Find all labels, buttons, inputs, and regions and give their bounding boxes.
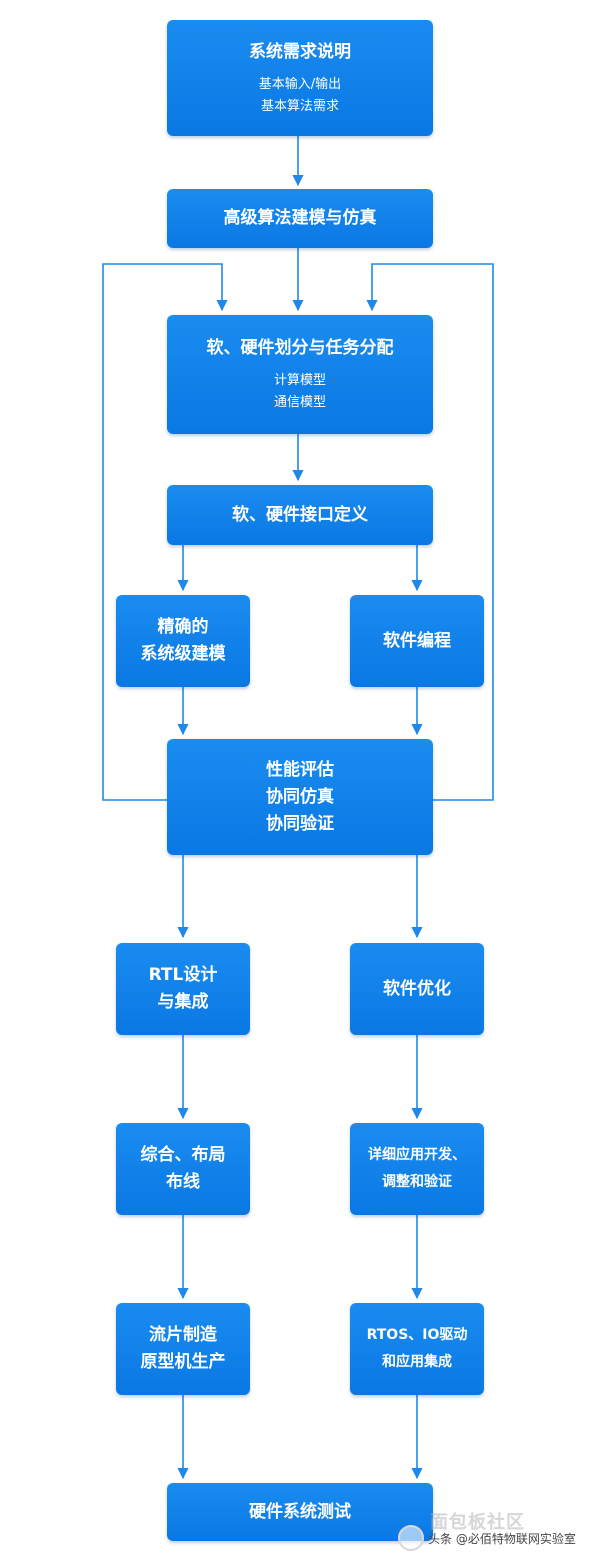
node-line: 综合、布局: [140, 1145, 226, 1165]
node-hw-sw-partition: 软、硬件划分与任务分配 计算模型 通信模型: [167, 315, 433, 434]
node-fabrication: 流片制造 原型机生产: [116, 1303, 250, 1395]
node-line: 系统级建模: [140, 644, 226, 664]
node-hardware-system-test: 硬件系统测试: [167, 1483, 433, 1541]
node-system-requirements: 系统需求说明 基本输入/输出 基本算法需求: [167, 20, 433, 136]
node-algorithm-modeling: 高级算法建模与仿真: [167, 189, 433, 248]
node-title: 硬件系统测试: [249, 1501, 351, 1522]
node-rtl-design: RTL设计 与集成: [116, 943, 250, 1035]
node-application-development: 详细应用开发、 调整和验证: [350, 1123, 484, 1215]
node-performance-evaluation: 性能评估 协同仿真 协同验证: [167, 739, 433, 855]
node-title: 软件编程: [383, 630, 451, 651]
node-line: 调整和验证: [382, 1174, 452, 1190]
node-line: 基本输入/输出: [258, 76, 342, 92]
node-line: 基本算法需求: [260, 98, 339, 114]
node-rtos-integration: RTOS、IO驱动 和应用集成: [350, 1303, 484, 1395]
watermark-brand: 面包板社区: [430, 1512, 525, 1533]
feedback-loop-left: [102, 263, 228, 801]
node-line: 协同验证: [266, 813, 334, 834]
node-title: 系统需求说明: [249, 41, 351, 62]
node-line: 详细应用开发、: [368, 1147, 466, 1163]
node-software-programming: 软件编程: [350, 595, 484, 687]
node-synthesis-layout: 综合、布局 布线: [116, 1123, 250, 1215]
node-line: 与集成: [157, 992, 209, 1012]
node-line: 协同仿真: [266, 786, 334, 807]
node-line: 精确的: [157, 617, 209, 637]
node-line: 和应用集成: [382, 1354, 452, 1370]
node-line: 计算模型: [273, 373, 326, 388]
node-line: RTOS、IO驱动: [366, 1327, 468, 1343]
node-title: 高级算法建模与仿真: [223, 208, 377, 228]
node-line: 通信模型: [273, 395, 326, 410]
node-line: 布线: [166, 1172, 200, 1192]
node-software-optimization: 软件优化: [350, 943, 484, 1035]
node-system-level-modeling: 精确的 系统级建模: [116, 595, 250, 687]
node-line: RTL设计: [148, 965, 218, 985]
watermark: 头条 @必佰特物联网实验室: [398, 1522, 576, 1554]
node-line: 流片制造: [149, 1325, 217, 1345]
node-line: 原型机生产: [140, 1352, 226, 1372]
node-title: 软、硬件划分与任务分配: [206, 338, 394, 358]
node-interface-definition: 软、硬件接口定义: [167, 485, 433, 545]
watermark-text: 头条 @必佰特物联网实验室: [428, 1531, 576, 1546]
node-title: 软、硬件接口定义: [232, 504, 368, 525]
watermark-logo-icon: [398, 1525, 424, 1551]
node-title: 软件优化: [383, 978, 451, 999]
feedback-loop-right: [366, 263, 494, 801]
node-line: 性能评估: [266, 759, 334, 780]
